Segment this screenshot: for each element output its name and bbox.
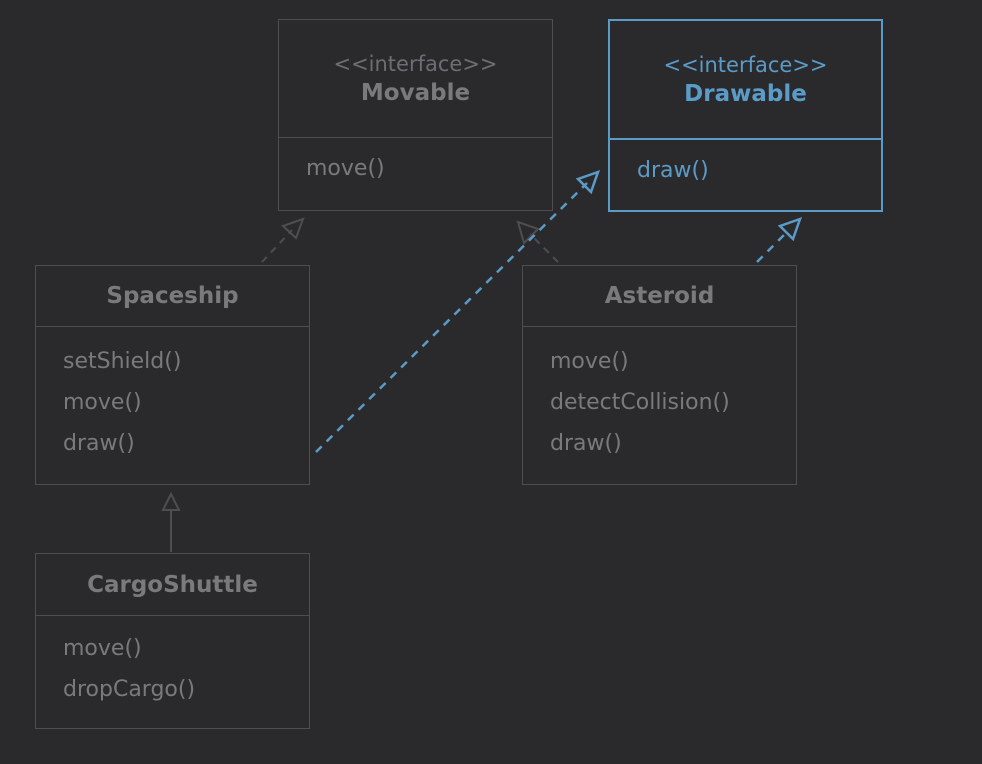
- cargoshuttle-methods: move() dropCargo(): [36, 616, 309, 710]
- asteroid-method: move(): [550, 349, 629, 374]
- asteroid-drawable-arrowhead: [777, 216, 803, 242]
- spaceship-drawable-arrowhead: [575, 169, 601, 195]
- spaceship-method: setShield(): [63, 349, 182, 374]
- asteroid-name: Asteroid: [604, 283, 715, 309]
- spaceship-drawable-realization-line: [315, 182, 588, 453]
- movable-header: <<interface>> Movable: [279, 20, 552, 138]
- asteroid-movable-arrowhead: [516, 220, 540, 245]
- cargoshuttle-name: CargoShuttle: [87, 571, 258, 598]
- drawable-method: draw(): [637, 158, 709, 183]
- spaceship-header: Spaceship: [36, 266, 309, 327]
- spaceship-method: draw(): [63, 431, 135, 456]
- cargoshuttle-method: dropCargo(): [63, 677, 196, 702]
- drawable-stereotype: <<interface>>: [663, 52, 828, 77]
- movable-interface-box[interactable]: <<interface>> Movable move(): [278, 19, 553, 211]
- spaceship-movable-realization-line: [261, 229, 293, 263]
- cargoshuttle-class-box[interactable]: CargoShuttle move() dropCargo(): [35, 553, 310, 729]
- movable-name: Movable: [360, 79, 471, 106]
- asteroid-drawable-realization-line: [756, 230, 789, 263]
- spaceship-name: Spaceship: [106, 283, 239, 309]
- movable-methods: move(): [279, 138, 552, 189]
- cargoshuttle-header: CargoShuttle: [36, 554, 309, 616]
- spaceship-class-box[interactable]: Spaceship setShield() move() draw(): [35, 265, 310, 485]
- asteroid-class-box[interactable]: Asteroid move() detectCollision() draw(): [522, 265, 797, 485]
- asteroid-method: draw(): [550, 431, 622, 456]
- asteroid-methods: move() detectCollision() draw(): [523, 327, 796, 464]
- drawable-interface-box[interactable]: <<interface>> Drawable draw(): [608, 19, 883, 212]
- spaceship-method: move(): [63, 390, 142, 415]
- drawable-header: <<interface>> Drawable: [610, 21, 881, 140]
- cargoshuttle-method: move(): [63, 636, 142, 661]
- asteroid-method: detectCollision(): [550, 390, 730, 415]
- drawable-name: Drawable: [684, 80, 807, 107]
- asteroid-movable-realization-line: [529, 233, 559, 263]
- movable-method: move(): [306, 156, 385, 181]
- asteroid-header: Asteroid: [523, 266, 796, 327]
- drawable-methods: draw(): [610, 140, 881, 191]
- spaceship-movable-arrowhead: [281, 217, 305, 240]
- cargoshuttle-spaceship-arrowhead: [161, 491, 181, 511]
- movable-stereotype: <<interface>>: [333, 51, 498, 76]
- spaceship-methods: setShield() move() draw(): [36, 327, 309, 464]
